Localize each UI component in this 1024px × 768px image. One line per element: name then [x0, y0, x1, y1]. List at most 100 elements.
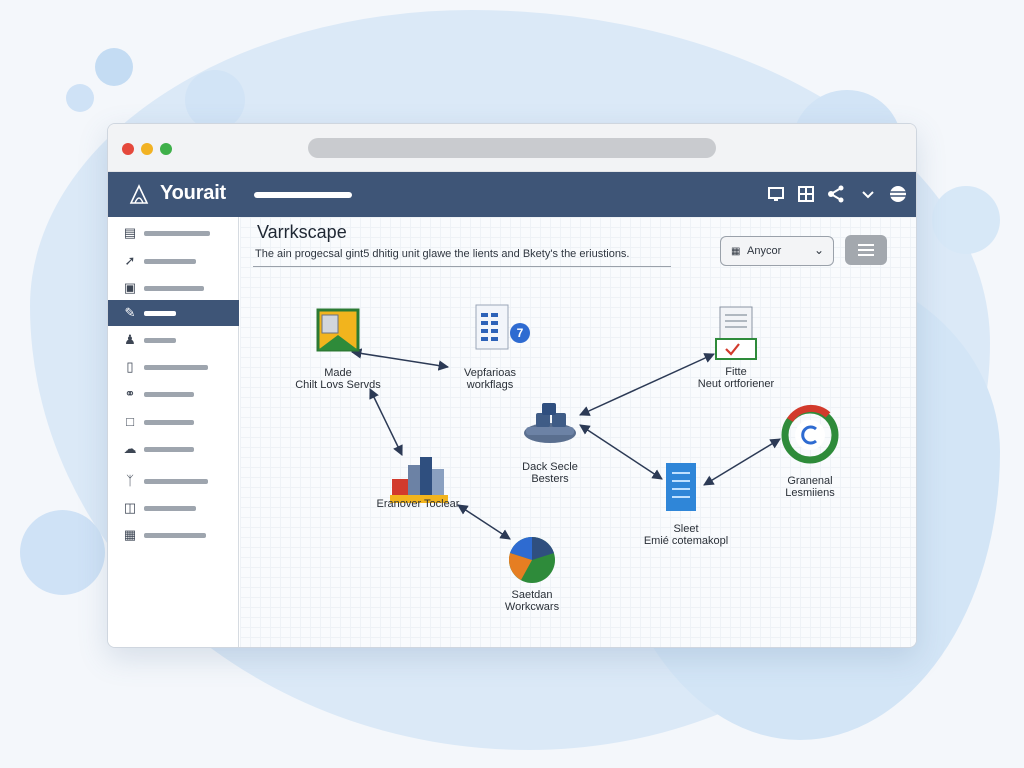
- edit-icon: ✎: [124, 305, 136, 320]
- logo-icon: [129, 184, 149, 204]
- node-title: Granenal: [787, 475, 833, 487]
- node-title: Made: [324, 367, 352, 379]
- sidebar-item-label-bar: [144, 447, 194, 452]
- dropdown-value: Anycor: [747, 245, 782, 257]
- sidebar-item-label-bar: [144, 231, 210, 236]
- sidebar-item-label-bar: [144, 420, 194, 425]
- clipboard-icon: ▯: [126, 359, 134, 374]
- connector-arrow: [579, 353, 715, 416]
- node-label-fitte: Fitte Neut ortforiener: [686, 366, 786, 390]
- sidebar-item-square[interactable]: □: [108, 409, 239, 435]
- connector-arrow: [703, 438, 781, 486]
- sidebar-item-label-bar: [144, 533, 206, 538]
- node-subtitle: Besters: [531, 473, 569, 485]
- node-subtitle: Lesmiiens: [785, 487, 835, 499]
- menu-button[interactable]: [845, 235, 887, 265]
- cloud-icon: ☁: [123, 441, 137, 456]
- node-title: Eranover Toclear: [376, 498, 460, 510]
- node-label-dack: Dack Secle Besters: [508, 461, 592, 485]
- node-title: Sleet: [673, 523, 699, 535]
- pen-icon: ➚: [124, 253, 136, 268]
- sidebar-item-label-bar: [144, 506, 196, 511]
- background-circle: [95, 48, 133, 86]
- node-subtitle: Neut ortforiener: [697, 378, 775, 390]
- connector-arrow: [369, 388, 403, 456]
- sidebar-item-label-bar: [144, 479, 208, 484]
- sidebar-item-label-bar: [144, 338, 176, 343]
- address-bar[interactable]: [308, 138, 716, 158]
- cloud-network-icon[interactable]: [524, 403, 576, 443]
- globe-icon[interactable]: [888, 184, 908, 204]
- spreadsheet-icon[interactable]: 7: [475, 304, 530, 350]
- workspace-canvas: Varrkscape The ain progecsal gint5 dhiti…: [240, 217, 916, 647]
- sidebar-item-building[interactable]: ▦: [108, 522, 239, 548]
- folder-chart-icon[interactable]: [316, 308, 360, 352]
- sidebar-item-pen[interactable]: ➚: [108, 248, 239, 274]
- filter-dropdown[interactable]: ▦ Anycor ⌄: [720, 236, 834, 266]
- page-description: The ain progecsal gint5 dhitig unit glaw…: [255, 248, 630, 260]
- node-subtitle: Emié cotemakopl: [643, 535, 729, 547]
- title-placeholder-bar: [254, 192, 352, 198]
- background-circle: [185, 70, 245, 130]
- sidebar-item-label-bar: [144, 392, 194, 397]
- maximize-window-button[interactable]: [160, 143, 172, 155]
- node-label-vepfarioas: Vepfarioas workflags: [450, 367, 530, 391]
- connector-arrow: [579, 424, 663, 480]
- users-icon: ♟: [124, 332, 136, 347]
- document-check-icon[interactable]: [715, 306, 757, 360]
- connector-arrow: [350, 348, 450, 371]
- sidebar-item-cloud[interactable]: ☁: [108, 436, 239, 462]
- sidebar-item-card[interactable]: ▣: [108, 275, 239, 301]
- background-circle: [20, 510, 105, 595]
- window-titlebar: [108, 124, 916, 172]
- menu-icon-line: [858, 249, 874, 251]
- cart-icon: ◫: [123, 500, 137, 515]
- sidebar-item-link[interactable]: ⚭: [108, 381, 239, 407]
- pie-icon[interactable]: [508, 536, 555, 583]
- sidebar-item-label-bar: [144, 365, 208, 370]
- link-icon: ⚭: [124, 386, 136, 401]
- connector-arrow: [457, 504, 511, 540]
- node-label-eranover: Eranover Toclear: [368, 498, 468, 510]
- sidebar-item-label-bar: [144, 259, 196, 264]
- background-circle: [66, 84, 94, 112]
- card-icon: ▣: [123, 280, 137, 295]
- node-label-saetdan: Saetdan Workcwars: [490, 589, 574, 613]
- minimize-window-button[interactable]: [141, 143, 153, 155]
- app-title: Yourait: [160, 182, 227, 204]
- badge-count: 7: [517, 326, 524, 340]
- sidebar-item-users[interactable]: ♟: [108, 327, 239, 353]
- node-label-granenal: Granenal Lesmiiens: [770, 475, 850, 499]
- close-window-button[interactable]: [122, 143, 134, 155]
- inbox-icon: ▤: [123, 225, 137, 240]
- sidebar-item-label-bar: [144, 286, 204, 291]
- blocks-icon[interactable]: [390, 457, 448, 503]
- grid-icon[interactable]: [796, 184, 816, 204]
- monitor-icon[interactable]: [766, 184, 786, 204]
- node-subtitle: workflags: [466, 379, 514, 391]
- node-title: Dack Secle: [522, 461, 578, 473]
- square-icon: □: [126, 414, 134, 429]
- sidebar-item-fork[interactable]: ᛉ: [108, 468, 239, 494]
- background-circle: [932, 186, 1000, 254]
- sidebar-item-cart[interactable]: ◫: [108, 495, 239, 521]
- menu-icon-line: [858, 254, 874, 256]
- node-title: Fitte: [725, 366, 747, 378]
- share-icon[interactable]: [826, 184, 846, 204]
- sidebar-item-edit[interactable]: ✎: [108, 300, 239, 326]
- sidebar-item-inbox[interactable]: ▤: [108, 220, 239, 246]
- donut-progress-icon[interactable]: [781, 404, 839, 464]
- fork-icon: ᛉ: [126, 473, 134, 488]
- building-icon: ▦: [123, 527, 137, 542]
- divider: [253, 266, 671, 267]
- node-subtitle: Chilt Lovs Servds: [295, 379, 381, 391]
- node-title: Vepfarioas: [464, 367, 516, 379]
- node-label-made: Made Chilt Lovs Servds: [288, 367, 388, 391]
- page-title: Varrkscape: [257, 222, 347, 242]
- sidebar: ▤ ➚ ▣ ✎ ♟ ▯ ⚭ □: [108, 217, 239, 647]
- app-header: Yourait: [108, 172, 916, 217]
- sidebar-item-clipboard[interactable]: ▯: [108, 354, 239, 380]
- chevron-down-icon[interactable]: [858, 184, 878, 204]
- sidebar-item-label-bar: [144, 311, 176, 316]
- file-blue-icon[interactable]: [666, 463, 696, 511]
